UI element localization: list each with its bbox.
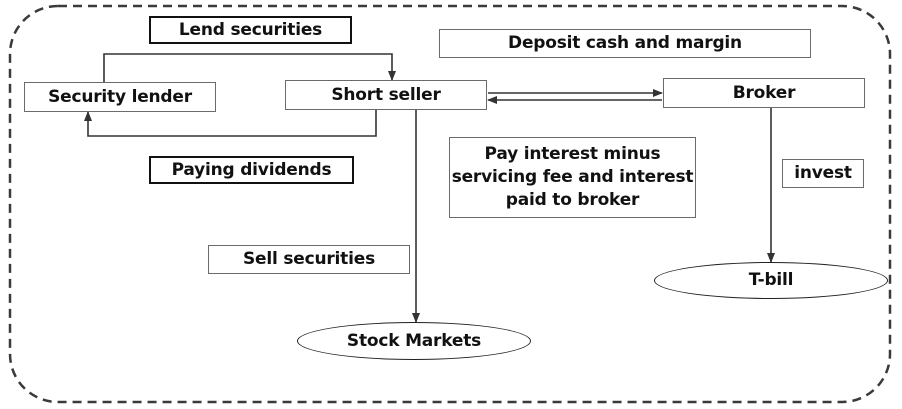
stock-markets-label: Stock Markets [346, 330, 482, 351]
sell-securities-label: Sell securities [208, 245, 410, 274]
lend-securities-text: Lend securities [178, 19, 323, 40]
paying-dividends-label: Paying dividends [149, 156, 354, 184]
invest-text: invest [794, 163, 852, 183]
broker-label: Broker [732, 82, 796, 103]
security-lender-node: Security lender [24, 82, 216, 112]
deposit-cash-margin-label: Deposit cash and margin [439, 29, 811, 58]
pay-interest-text: Pay interest minus servicing fee and int… [451, 144, 694, 210]
t-bill-label: T-bill [748, 270, 794, 290]
security-lender-label: Security lender [48, 86, 192, 107]
stock-markets-node: Stock Markets [297, 322, 531, 360]
lend-securities-label: Lend securities [149, 16, 352, 44]
sell-securities-text: Sell securities [243, 249, 375, 269]
paying-dividends-text: Paying dividends [171, 159, 332, 180]
lend-securities-arrow [103, 53, 396, 82]
deposit-cash-margin-text: Deposit cash and margin [508, 33, 742, 53]
short-seller-label: Short seller [331, 84, 441, 105]
t-bill-node: T-bill [654, 262, 888, 299]
outer-dashed-frame [8, 4, 892, 404]
broker-node: Broker [663, 78, 865, 108]
pay-interest-label: Pay interest minus servicing fee and int… [449, 137, 696, 218]
invest-label: invest [782, 159, 864, 188]
paying-dividends-arrow [84, 110, 377, 137]
short-seller-node: Short seller [285, 80, 487, 110]
